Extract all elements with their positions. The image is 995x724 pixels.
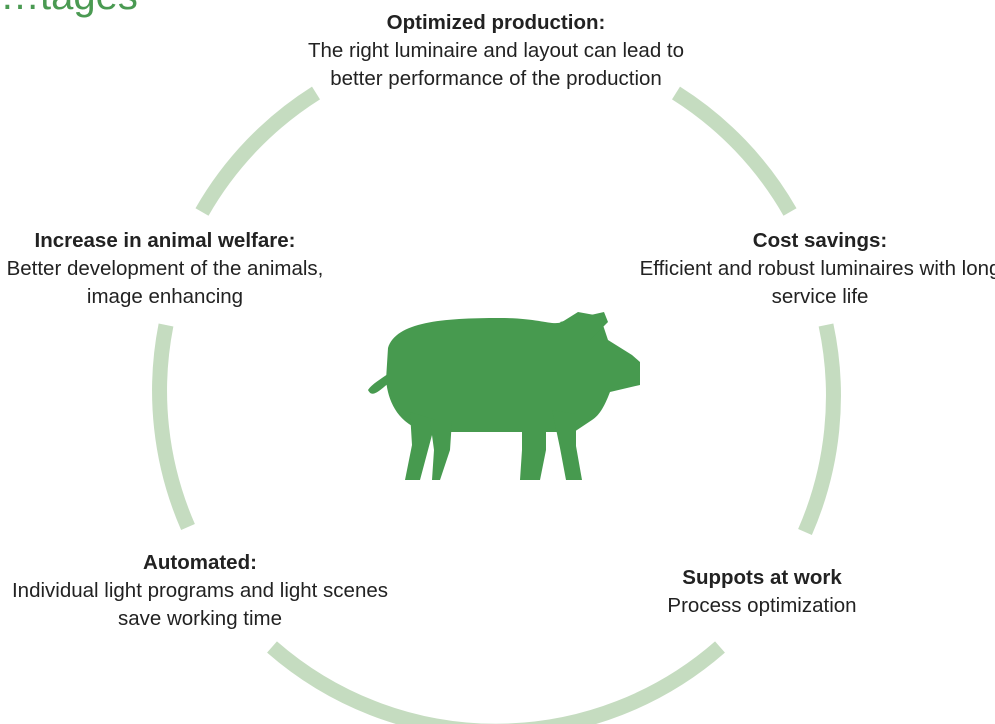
ring-arc-left bbox=[152, 323, 195, 531]
advantage-optimized-production: Optimized production: The right luminair… bbox=[296, 9, 696, 93]
ring-arc-bottom bbox=[267, 641, 725, 724]
advantage-automated: Automated: Individual light programs and… bbox=[0, 549, 400, 633]
advantage-heading: Cost savings: bbox=[752, 229, 888, 252]
advantage-description: Individual light programs and light scen… bbox=[11, 579, 389, 630]
ring-arc-right bbox=[798, 323, 841, 536]
ring-arc-top-left bbox=[195, 86, 320, 216]
advantage-description: The right luminaire and layout can lead … bbox=[307, 39, 685, 90]
advantage-heading: Automated: bbox=[143, 551, 257, 574]
ring-arc-top-right bbox=[672, 86, 797, 216]
page-title: …tages bbox=[0, 0, 138, 19]
pig-icon bbox=[368, 312, 640, 480]
advantage-description: Better development of the animals, image… bbox=[6, 257, 324, 308]
advantage-supports-at-work: Suppots at work Process optimization bbox=[612, 564, 912, 620]
advantage-animal-welfare: Increase in animal welfare: Better devel… bbox=[0, 227, 330, 311]
advantage-description: Efficient and robust luminaires with lon… bbox=[639, 257, 995, 308]
advantage-description: Process optimization bbox=[667, 594, 857, 617]
advantage-heading: Increase in animal welfare: bbox=[34, 229, 296, 252]
advantage-cost-savings: Cost savings: Efficient and robust lumin… bbox=[635, 227, 995, 311]
advantage-heading: Optimized production: bbox=[386, 11, 606, 34]
advantage-heading: Suppots at work bbox=[682, 566, 842, 589]
